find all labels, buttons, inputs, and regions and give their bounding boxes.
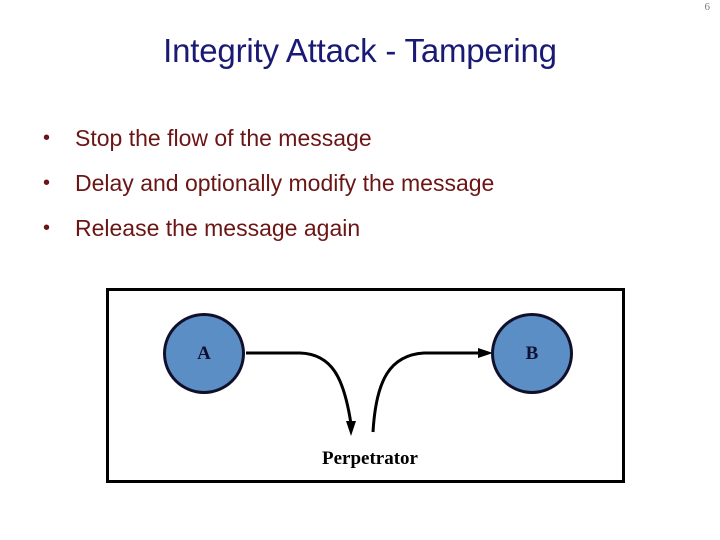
- node-b: B: [491, 313, 573, 394]
- page-number: 6: [704, 1, 711, 13]
- bullet-point-icon: •: [43, 217, 51, 239]
- edge-perpetrator-to-b: [371, 351, 482, 433]
- node-a-label: A: [197, 342, 211, 364]
- list-item: • Stop the flow of the message: [38, 116, 678, 161]
- list-item-label: Delay and optionally modify the message: [75, 170, 495, 196]
- list-item: • Delay and optionally modify the messag…: [38, 161, 678, 206]
- perpetrator-label: Perpetrator: [322, 448, 418, 469]
- page-title: Integrity Attack - Tampering: [163, 32, 557, 69]
- list-item: • Release the message again: [38, 206, 678, 251]
- node-a: A: [163, 313, 245, 394]
- bullet-point-icon: •: [43, 172, 51, 194]
- node-b-label: B: [525, 342, 539, 364]
- arrowhead-right-icon: [478, 348, 493, 358]
- arrowhead-down-icon: [346, 421, 356, 436]
- edge-a-to-perpetrator: [246, 351, 353, 425]
- bullet-point-icon: •: [43, 127, 51, 149]
- list-item-label: Release the message again: [75, 215, 361, 241]
- list-item-label: Stop the flow of the message: [75, 125, 372, 151]
- bullet-list: • Stop the flow of the message • Delay a…: [38, 116, 678, 251]
